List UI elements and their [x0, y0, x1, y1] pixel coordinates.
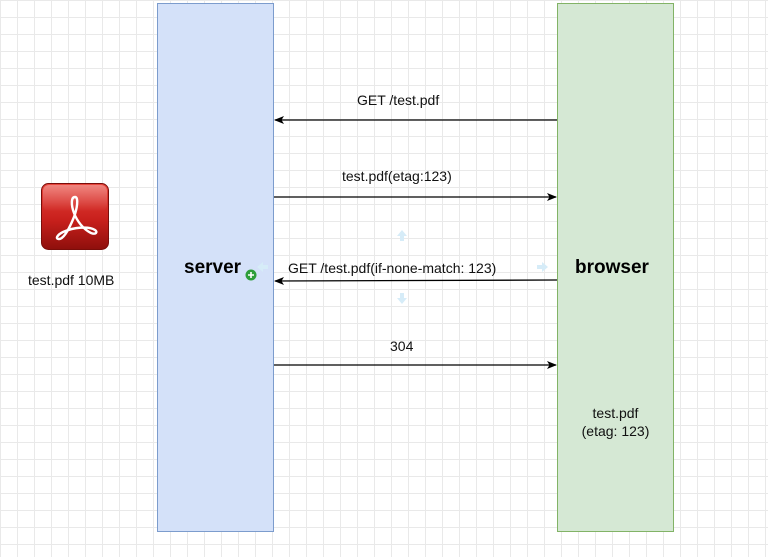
browser-note-line1: test.pdf: [592, 405, 639, 421]
file-caption: test.pdf 10MB: [28, 272, 115, 288]
server-label: server: [184, 257, 242, 278]
message-label: test.pdf(etag:123): [342, 168, 452, 184]
message-label: GET /test.pdf(if-none-match: 123): [288, 260, 497, 276]
message-label: 304: [390, 338, 414, 354]
connection-plus-icon[interactable]: [245, 269, 257, 281]
browser-note-line2: (etag: 123): [581, 423, 650, 439]
server-lane[interactable]: [157, 3, 274, 532]
pdf-icon[interactable]: [41, 183, 109, 250]
browser-cache-note: test.pdf (etag: 123): [557, 404, 674, 440]
browser-label: browser: [575, 257, 649, 278]
arrow-get-if-none-match[interactable]: [274, 276, 558, 285]
browser-lane[interactable]: [557, 3, 674, 532]
connection-hint-arrows: [257, 230, 548, 304]
message-label: GET /test.pdf: [357, 92, 440, 108]
